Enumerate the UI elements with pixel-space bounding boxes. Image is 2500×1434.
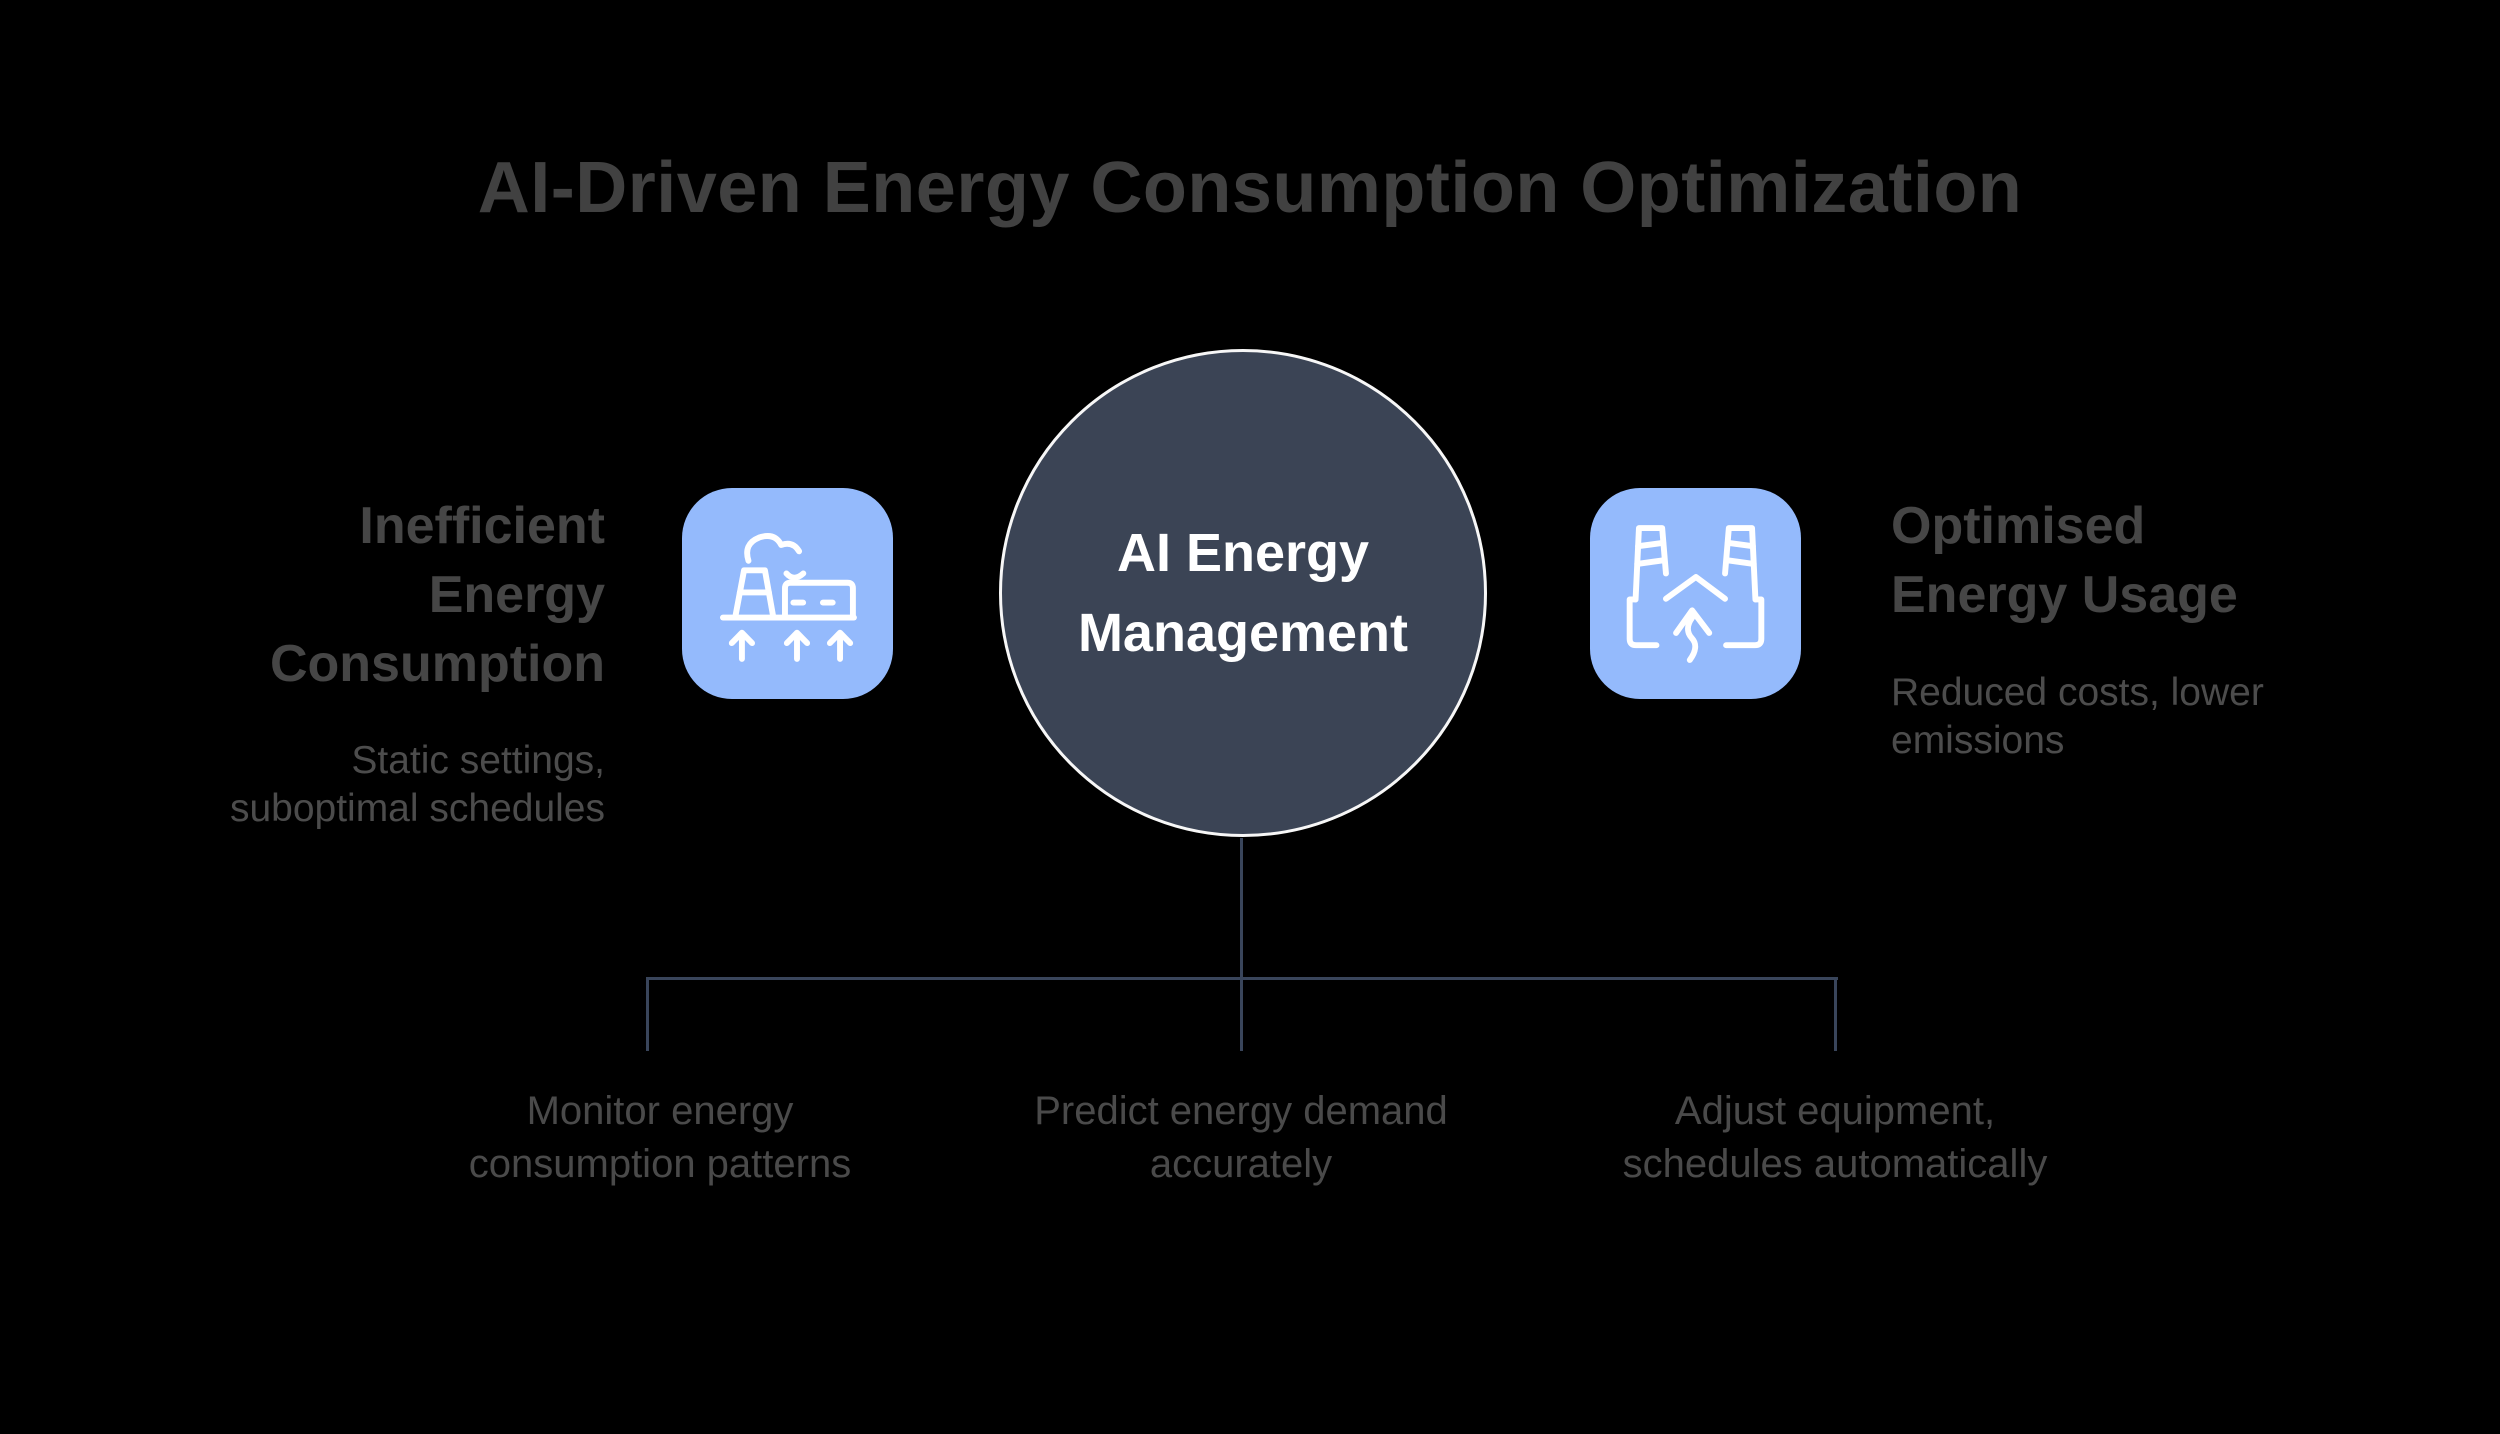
capability-monitor-label: Monitor energy consumption patterns — [468, 1089, 852, 1186]
inefficient-energy-heading: Inefficient Energy Consumption — [269, 497, 605, 693]
factory-emissions-icon — [682, 488, 893, 699]
connector-tick-right — [1834, 977, 1837, 1051]
power-plant-icon — [1590, 488, 1801, 699]
optimised-energy-subtitle: Reduced costs, lower emissions — [1891, 671, 2264, 762]
ai-energy-management-node: AI Energy Management — [999, 349, 1487, 837]
connector-vertical-stub — [1240, 838, 1243, 979]
page-title: AI-Driven Energy Consumption Optimizatio… — [477, 148, 2023, 228]
connector-tick-middle — [1240, 977, 1243, 1051]
capability-predict-label: Predict energy demand accurately — [1034, 1089, 1448, 1186]
connector-tick-left — [646, 977, 649, 1051]
inefficient-energy-subtitle: Static settings, suboptimal schedules — [229, 739, 605, 830]
ai-energy-management-label: AI Energy Management — [1077, 523, 1409, 663]
capability-adjust-label: Adjust equipment, schedules automaticall… — [1622, 1089, 2048, 1186]
optimised-energy-heading: Optimised Energy Usage — [1891, 497, 2238, 624]
